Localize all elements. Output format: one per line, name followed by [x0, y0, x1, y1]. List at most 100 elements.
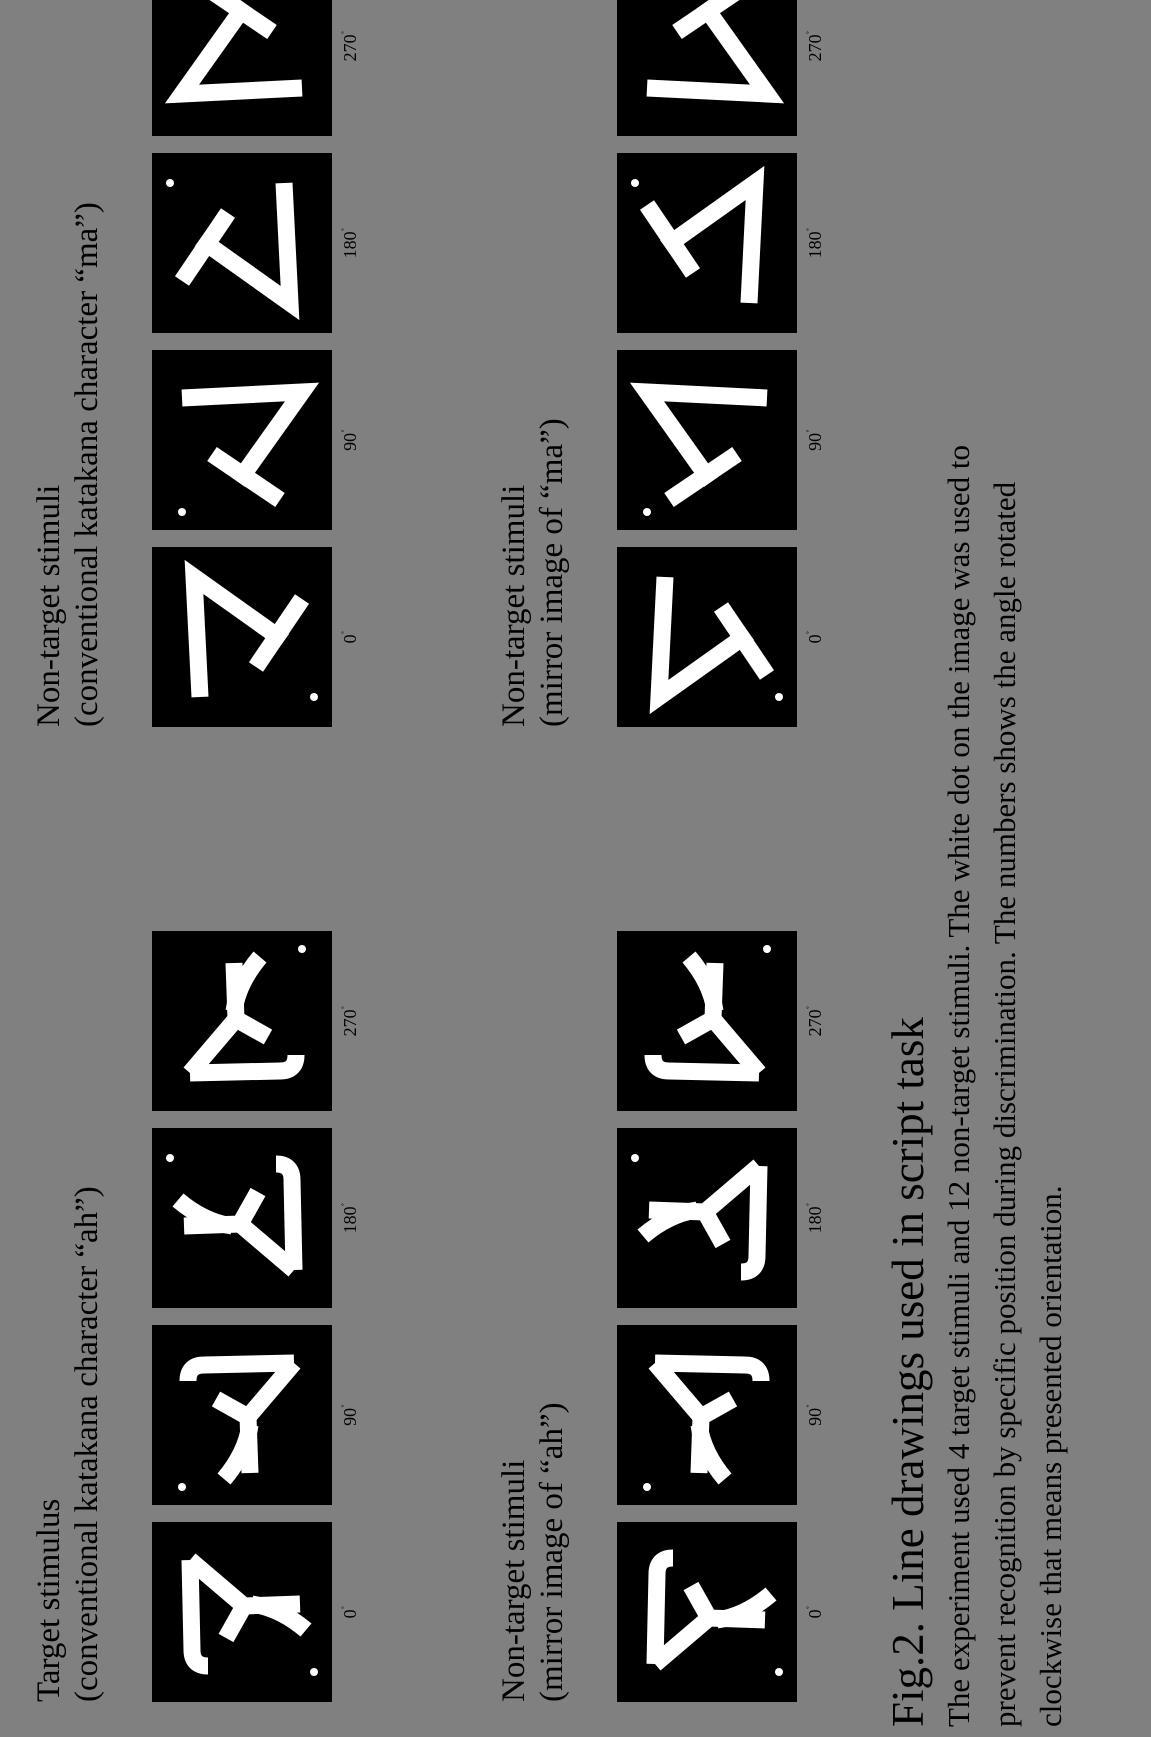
angle-label: 0˚	[340, 1522, 361, 1702]
stimulus-glyph-icon	[617, 931, 797, 1111]
stimulus-tile	[152, 1325, 332, 1505]
degree-symbol: ˚	[340, 1606, 352, 1610]
angle-label: 270˚	[805, 931, 826, 1111]
position-dot	[775, 1668, 783, 1676]
degree-symbol: ˚	[805, 631, 817, 635]
panel-title-line2: (mirror image of “ma”)	[533, 418, 571, 727]
angle-label: 180˚	[340, 1128, 361, 1308]
angle-value: 90	[340, 1408, 360, 1426]
stimulus-tile	[152, 931, 332, 1111]
stimulus-tile	[617, 350, 797, 530]
stimulus-tile	[152, 1128, 332, 1308]
panel-title: Target stimulus (conventional katakana c…	[30, 1186, 106, 1702]
panel-title-line1: Target stimulus	[30, 1186, 68, 1702]
angle-label: 90˚	[340, 1325, 361, 1505]
caption-line: prevent recognition by specific position…	[982, 27, 1028, 1727]
angle-value: 180	[340, 1206, 360, 1233]
angle-value: 0	[340, 634, 360, 643]
stimulus-tile	[617, 1128, 797, 1308]
degree-symbol: ˚	[805, 31, 817, 35]
panel-title-line1: Non-target stimuli	[495, 418, 533, 727]
panel-title-line2: (conventional katakana character “ma”)	[68, 202, 106, 727]
angle-value: 0	[805, 634, 825, 643]
stimulus-glyph-icon	[152, 350, 332, 530]
angle-label: 0˚	[805, 1522, 826, 1702]
panel-title-line2: (mirror image of “ah”)	[533, 1402, 571, 1702]
angle-label: 270˚	[805, 0, 826, 136]
degree-symbol: ˚	[340, 429, 352, 433]
panel-title: Non-target stimuli (mirror image of “ma”…	[495, 418, 571, 727]
angle-label: 0˚	[805, 547, 826, 727]
angle-value: 270	[340, 1009, 360, 1036]
stimulus-tile	[617, 0, 797, 136]
angle-value: 180	[805, 1206, 825, 1233]
caption-line: The experiment used 4 target stimuli and…	[936, 27, 982, 1727]
angle-value: 90	[340, 433, 360, 451]
angle-label: 90˚	[805, 350, 826, 530]
stimulus-tile	[617, 1522, 797, 1702]
position-dot	[166, 179, 174, 187]
degree-symbol: ˚	[340, 31, 352, 35]
stimulus-glyph-icon	[617, 1325, 797, 1505]
stimulus-glyph-icon	[152, 1128, 332, 1308]
stimulus-glyph-icon	[617, 1522, 797, 1702]
degree-symbol: ˚	[805, 1006, 817, 1010]
angle-label: 0˚	[340, 547, 361, 727]
stimulus-glyph-icon	[152, 0, 332, 136]
position-dot	[763, 945, 771, 953]
stimulus-glyph-icon	[152, 931, 332, 1111]
stimulus-tile	[152, 1522, 332, 1702]
angle-label: 270˚	[340, 0, 361, 136]
angle-value: 90	[805, 433, 825, 451]
angle-label: 180˚	[805, 1128, 826, 1308]
stimulus-glyph-icon	[617, 547, 797, 727]
figure-caption: Fig.2. Line drawings used in script task…	[880, 27, 1074, 1727]
stimulus-tile	[152, 350, 332, 530]
degree-symbol: ˚	[805, 429, 817, 433]
position-dot	[166, 1154, 174, 1162]
angle-value: 0	[340, 1609, 360, 1618]
stimulus-glyph-icon	[152, 1325, 332, 1505]
angle-value: 180	[805, 231, 825, 258]
degree-symbol: ˚	[805, 1404, 817, 1408]
stimulus-glyph-icon	[617, 350, 797, 530]
position-dot	[631, 1154, 639, 1162]
stimulus-glyph-icon	[152, 547, 332, 727]
angle-value: 0	[805, 1609, 825, 1618]
stimulus-tile	[152, 153, 332, 333]
caption-line: clockwise that means presented orientati…	[1028, 27, 1074, 1727]
degree-symbol: ˚	[340, 1006, 352, 1010]
panel-title: Non-target stimuli (mirror image of “ah”…	[495, 1402, 571, 1702]
stimulus-glyph-icon	[617, 1128, 797, 1308]
angle-label: 90˚	[340, 350, 361, 530]
stimulus-glyph-icon	[152, 1522, 332, 1702]
panel-title: Non-target stimuli (conventional katakan…	[30, 202, 106, 727]
panel-title-line1: Non-target stimuli	[30, 202, 68, 727]
stimulus-tile	[617, 547, 797, 727]
angle-value: 180	[340, 231, 360, 258]
angle-value: 270	[805, 1009, 825, 1036]
figure-title: Fig.2. Line drawings used in script task	[880, 27, 936, 1727]
position-dot	[178, 508, 186, 516]
degree-symbol: ˚	[340, 1203, 352, 1207]
stimulus-tile	[617, 931, 797, 1111]
position-dot	[775, 693, 783, 701]
angle-value: 270	[805, 34, 825, 61]
degree-symbol: ˚	[340, 228, 352, 232]
position-dot	[643, 508, 651, 516]
position-dot	[310, 693, 318, 701]
degree-symbol: ˚	[340, 631, 352, 635]
stimulus-tile	[152, 547, 332, 727]
position-dot	[631, 179, 639, 187]
angle-value: 270	[340, 34, 360, 61]
stimulus-glyph-icon	[617, 0, 797, 136]
stimulus-glyph-icon	[152, 153, 332, 333]
panel-title-line1: Non-target stimuli	[495, 1402, 533, 1702]
angle-value: 90	[805, 1408, 825, 1426]
position-dot	[298, 945, 306, 953]
degree-symbol: ˚	[805, 1606, 817, 1610]
position-dot	[643, 1483, 651, 1491]
panel-title-line2: (conventional katakana character “ah”)	[68, 1186, 106, 1702]
position-dot	[178, 1483, 186, 1491]
